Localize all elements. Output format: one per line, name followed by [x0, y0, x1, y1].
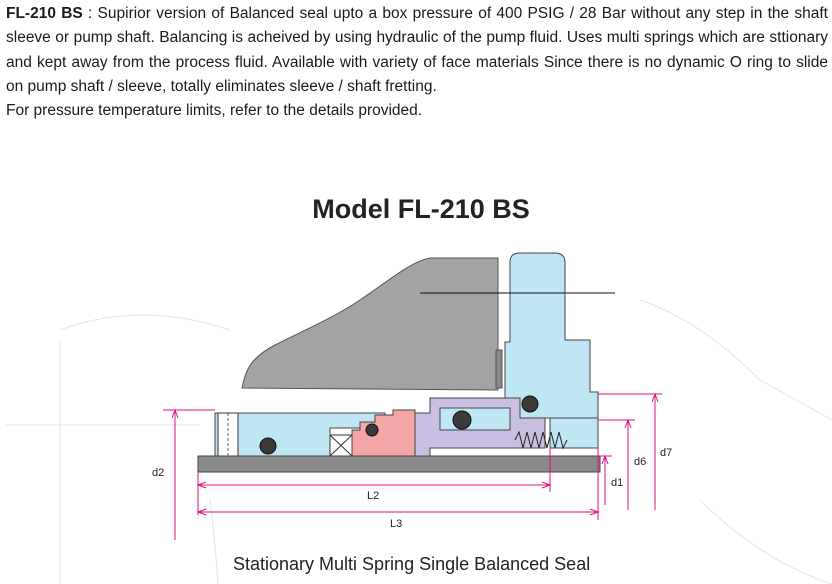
description-block: FL-210 BS : Supirior version of Balanced… [6, 2, 828, 123]
collar-o-ring [259, 437, 277, 455]
separator: : [82, 5, 98, 22]
model-id: FL-210 BS [6, 5, 83, 22]
limits-note: For pressure temperature limits, refer t… [6, 102, 423, 120]
background-pump-outline [6, 299, 832, 584]
drive-box-cross [329, 434, 353, 457]
label-l2: L2 [367, 490, 379, 502]
label-d6: d6 [634, 456, 646, 468]
diagram-title: Model FL-210 BS [312, 194, 530, 224]
label-l3: L3 [390, 518, 402, 530]
spring-holder-inner [439, 407, 511, 431]
label-d2: d2 [152, 467, 164, 479]
description-text: Supirior version of Balanced seal upto a… [6, 5, 828, 95]
gland-edge [495, 349, 503, 389]
seat-o-ring [365, 423, 379, 437]
face-o-ring [452, 410, 472, 430]
diagram-caption: Stationary Multi Spring Single Balanced … [233, 554, 591, 574]
body-o-ring [521, 395, 539, 413]
spring [514, 430, 568, 450]
label-d1: d1 [611, 477, 623, 489]
label-d7: d7 [660, 447, 672, 459]
dimension-lines [163, 392, 662, 540]
gland [241, 257, 499, 391]
shaft [197, 455, 601, 473]
description-paragraph: FL-210 BS : Supirior version of Balanced… [6, 2, 828, 99]
